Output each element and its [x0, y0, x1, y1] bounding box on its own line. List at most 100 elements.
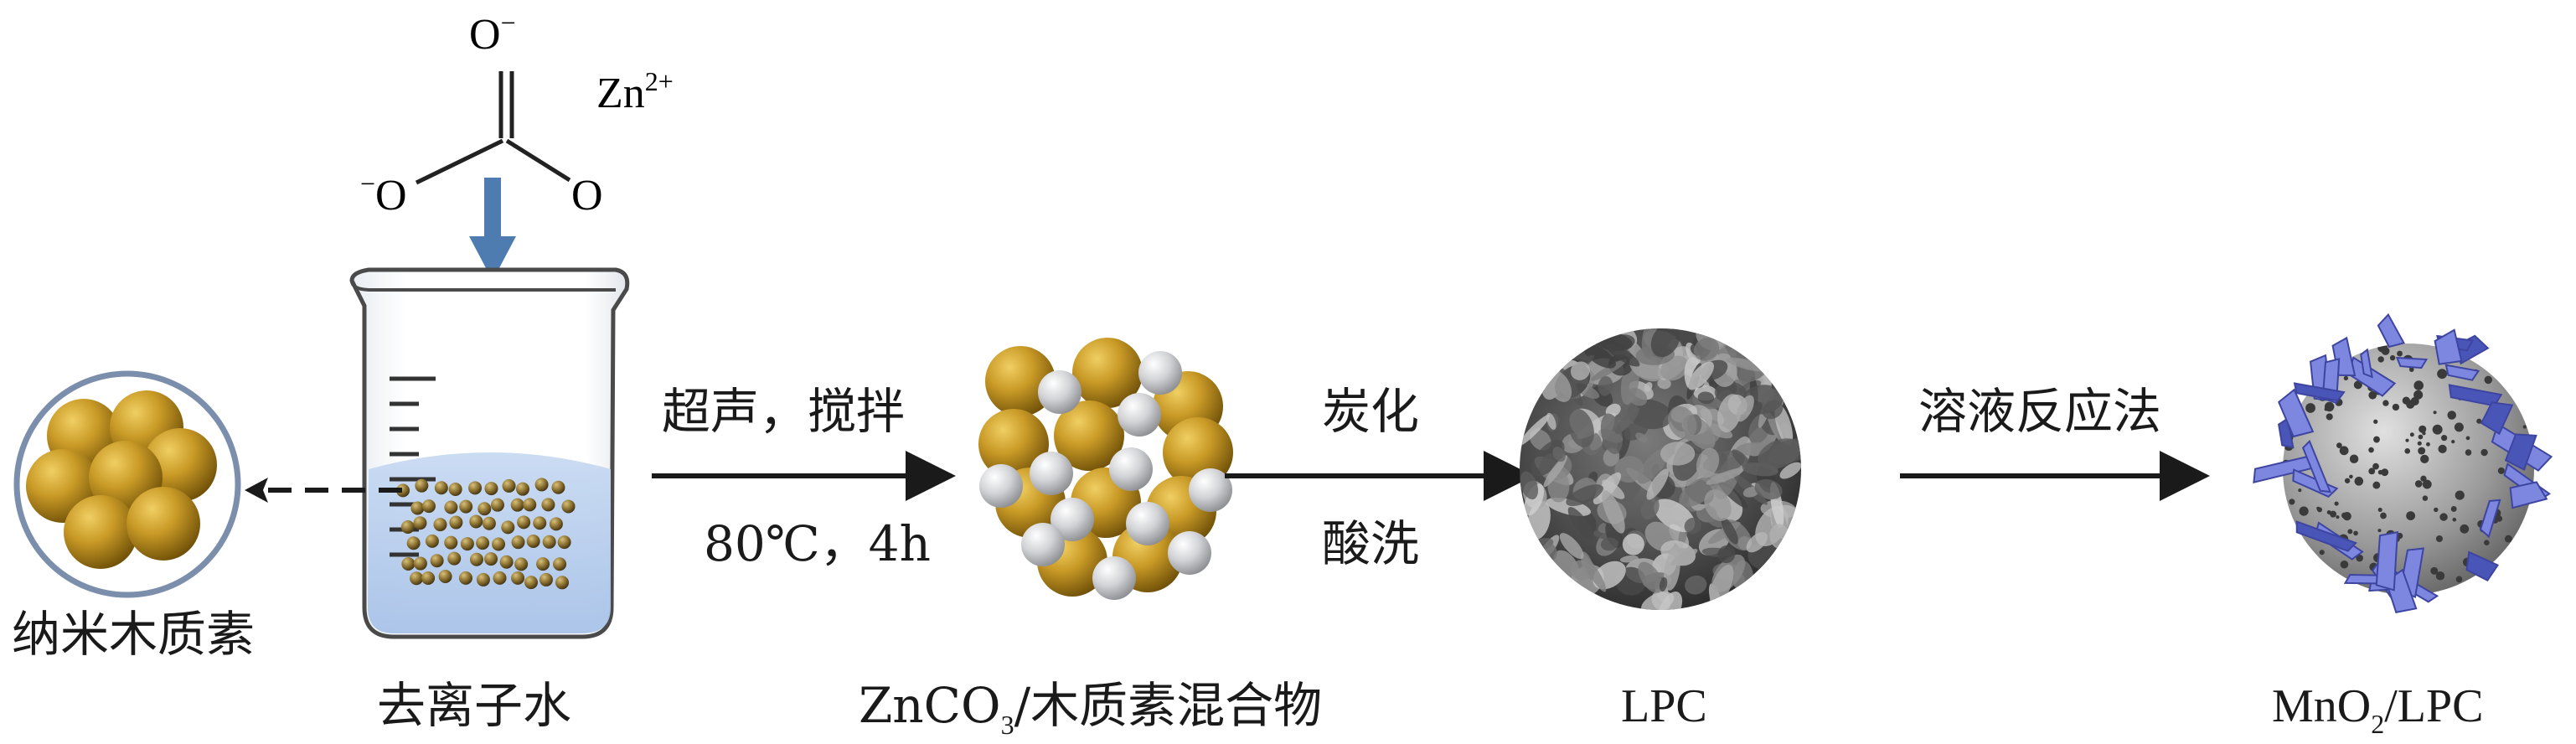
carbon-pore: [2523, 425, 2527, 428]
lignin-sphere: [64, 495, 137, 569]
label-step1-top: 超声，搅拌: [662, 387, 905, 436]
suspended-particle: [401, 520, 415, 534]
carbonate-o-top: O−: [469, 8, 516, 59]
znco3-particle: [1092, 556, 1136, 600]
suspended-particle: [477, 573, 490, 586]
lpc-sphere: [1515, 314, 1815, 628]
carbon-pore: [2393, 404, 2399, 411]
suspended-particle: [444, 501, 457, 514]
carbon-pore: [2439, 513, 2447, 520]
carbon-pore: [2413, 380, 2424, 390]
suspended-particle: [426, 535, 439, 548]
znco3-lignin-cluster: [978, 338, 1233, 600]
carbon-pore: [2480, 449, 2487, 456]
carbon-pore: [2368, 391, 2377, 400]
znco3-particle: [979, 464, 1023, 508]
carbon-pore: [2397, 351, 2403, 357]
carbon-pore: [2345, 478, 2350, 483]
carbon-pore: [2305, 403, 2315, 413]
suspended-particle: [407, 536, 421, 550]
suspended-particle: [414, 557, 427, 571]
znco3-particle: [1168, 531, 1211, 575]
carbon-pore: [2317, 507, 2322, 512]
suspended-particle: [541, 498, 555, 511]
suspended-particle: [449, 516, 462, 530]
suspended-particle: [449, 483, 462, 496]
porous-carbon-flake: [1660, 442, 1695, 465]
carbon-pore: [2466, 437, 2470, 441]
carbon-pore: [2327, 510, 2331, 514]
carbon-pore: [2378, 470, 2383, 475]
carbon-pore: [2380, 513, 2387, 519]
carbonate-o-right: O: [571, 172, 603, 220]
suspended-particle: [435, 481, 448, 494]
suspended-particle: [512, 535, 525, 549]
suspended-particle: [415, 479, 428, 493]
suspended-particle: [551, 481, 565, 494]
carbon-pore: [2326, 413, 2333, 420]
carbon-pore: [2485, 376, 2493, 385]
suspended-particle: [524, 576, 538, 589]
carbon-pore: [2484, 540, 2490, 545]
mno2-nanosheet: [2377, 532, 2398, 590]
znco3-particle: [1021, 523, 1065, 566]
carbon-pore: [2460, 524, 2469, 534]
carbon-pore: [2438, 445, 2446, 453]
carbon-pore: [2289, 499, 2295, 504]
carbon-pore: [2420, 476, 2426, 482]
suspended-particle: [553, 557, 566, 571]
carbon-pore: [2344, 376, 2348, 380]
suspended-particle: [558, 535, 571, 549]
suspended-particle: [555, 576, 569, 589]
carbon-pore: [2368, 447, 2374, 453]
carbon-pore: [2420, 455, 2429, 463]
carbon-pore: [2368, 468, 2375, 474]
carbon-pore: [2406, 511, 2415, 520]
carbon-pore: [2378, 508, 2382, 512]
carbon-pore: [2403, 396, 2410, 404]
suspended-particle: [483, 517, 496, 530]
carbon-pore: [2300, 507, 2309, 516]
carbon-pore: [2465, 449, 2472, 456]
suspended-particle: [511, 499, 524, 512]
carbon-pore: [2433, 425, 2443, 435]
label-znco3-mixture: ZnCO3/木质素混合物: [859, 681, 1322, 738]
carbon-pore: [2505, 535, 2512, 543]
znco3-particle: [1138, 351, 1182, 395]
carbon-pore: [2341, 561, 2349, 569]
carbon-pore: [2372, 482, 2380, 489]
znco3-particle: [1126, 502, 1169, 545]
suspended-particle: [476, 536, 489, 550]
carbon-pore: [2341, 513, 2347, 519]
carbon-pore: [2382, 347, 2390, 355]
carbon-pore: [2298, 488, 2301, 492]
label-mno2-lpc: MnO2/LPC: [2272, 683, 2484, 737]
suspended-particle: [517, 515, 530, 529]
suspended-particle: [468, 481, 482, 494]
carbon-pore: [2452, 518, 2456, 522]
carbon-pore: [2437, 369, 2447, 379]
suspended-particle: [459, 571, 472, 585]
suspended-particle: [422, 499, 436, 513]
suspended-particle: [516, 483, 529, 496]
carbon-pore: [2373, 420, 2377, 424]
carbon-pore: [2349, 475, 2353, 479]
carbon-pore: [2447, 411, 2456, 420]
suspended-particle: [539, 573, 553, 586]
carbon-pore: [2350, 455, 2358, 463]
suspended-particle: [561, 499, 575, 513]
carbon-pore: [2413, 390, 2423, 400]
nano-lignin-particle: [17, 374, 238, 595]
carbon-pore: [2336, 442, 2342, 448]
carbon-pore: [2451, 506, 2457, 512]
suspended-particle: [484, 482, 498, 495]
suspended-particle: [536, 557, 550, 571]
label-step2-bottom: 酸洗: [1322, 519, 1419, 568]
carbon-pore: [2418, 447, 2425, 455]
suspended-particle: [410, 501, 424, 514]
carbon-pore: [2405, 439, 2408, 442]
carbon-pore: [2355, 477, 2364, 486]
mno2-nanosheet: [2397, 358, 2426, 368]
mno2-lpc-particle: [2250, 315, 2553, 617]
suspended-particle: [461, 537, 474, 550]
